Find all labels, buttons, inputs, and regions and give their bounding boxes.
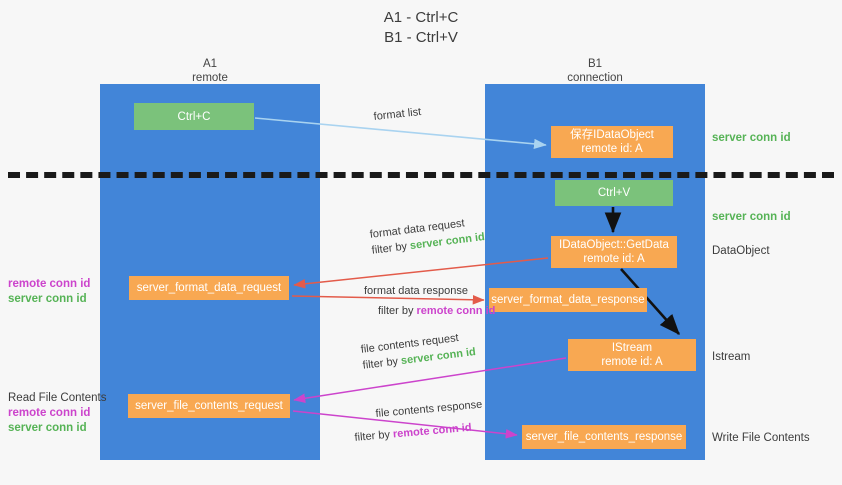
right-label-istream: Istream bbox=[712, 351, 751, 363]
lane-header-b1: B1 connection bbox=[485, 57, 705, 85]
annotation-format-data-response-text: format data response bbox=[364, 285, 468, 297]
node-save-idataobject-id: remote id: A bbox=[581, 143, 643, 155]
node-istream[interactable]: IStream remote id: A bbox=[568, 339, 696, 371]
title-line-2: B1 - Ctrl+V bbox=[384, 29, 458, 46]
node-ctrl-c[interactable]: Ctrl+C bbox=[134, 103, 254, 130]
node-server-file-contents-request-label: server_file_contents_request bbox=[135, 400, 283, 412]
annotation-format-list-text: format list bbox=[373, 106, 422, 123]
right-label-server-conn-id-1: server conn id bbox=[712, 132, 791, 144]
annotation-format-list: format list bbox=[373, 105, 422, 125]
annotation-file-contents-request: file contents request filter by server c… bbox=[360, 329, 477, 374]
node-idataobject-getdata[interactable]: IDataObject::GetData remote id: A bbox=[551, 236, 677, 268]
node-server-format-data-request[interactable]: server_format_data_request bbox=[129, 276, 289, 300]
annotation-format-data-request-filter-prefix: filter by bbox=[371, 240, 411, 257]
annotation-file-contents-request-filter-prefix: filter by bbox=[362, 355, 402, 372]
lane-b1-role: connection bbox=[567, 72, 623, 84]
left-label-remote-conn-id-1: remote conn id bbox=[8, 278, 91, 290]
node-ctrl-c-label: Ctrl+C bbox=[177, 110, 211, 123]
phase-divider bbox=[8, 172, 834, 178]
lane-header-a1: A1 remote bbox=[100, 57, 320, 85]
left-label-conn-id-pair: remote conn id server conn id bbox=[8, 277, 90, 307]
node-save-idataobject-title: 保存IDataObject bbox=[570, 129, 654, 141]
node-ctrl-v-label: Ctrl+V bbox=[597, 187, 631, 199]
right-label-write-file-contents: Write File Contents bbox=[712, 432, 810, 444]
annotation-format-data-response-filter-prefix: filter by bbox=[378, 305, 417, 317]
page-title: A1 - Ctrl+C B1 - Ctrl+V bbox=[0, 8, 842, 48]
left-label-read-file-contents-block: Read File Contents remote conn id server… bbox=[8, 391, 106, 436]
node-getdata-id: remote id: A bbox=[583, 253, 645, 265]
right-label-server-conn-id-2: server conn id bbox=[712, 211, 791, 223]
node-server-format-data-response[interactable]: server_format_data_response bbox=[489, 288, 647, 312]
annotation-file-contents-response-filter-prefix: filter by bbox=[354, 428, 394, 444]
lane-a1-name: A1 bbox=[202, 58, 218, 70]
annotation-file-contents-response-text: file contents response bbox=[375, 398, 483, 420]
annotation-file-contents-response-filter-key: remote conn id bbox=[392, 421, 473, 441]
node-getdata-title: IDataObject::GetData bbox=[559, 239, 669, 251]
annotation-format-data-request: format data request filter by server con… bbox=[369, 214, 486, 259]
lane-a1-role: remote bbox=[192, 72, 228, 84]
node-server-format-data-response-label: server_format_data_response bbox=[491, 294, 645, 306]
node-ctrl-v[interactable]: Ctrl+V bbox=[555, 180, 673, 206]
node-server-file-contents-response-label: server_file_contents_response bbox=[525, 431, 683, 443]
annotation-format-data-response: format data response filter by remote co… bbox=[364, 284, 495, 319]
title-line-1: A1 - Ctrl+C bbox=[383, 9, 459, 26]
annotation-file-contents-response: file contents response filter by remote … bbox=[354, 398, 485, 444]
node-save-idataobject[interactable]: 保存IDataObject remote id: A bbox=[551, 126, 673, 158]
left-label-server-conn-id-2: server conn id bbox=[8, 422, 87, 434]
node-server-file-contents-response[interactable]: server_file_contents_response bbox=[522, 425, 686, 449]
left-label-read-file-contents: Read File Contents bbox=[8, 392, 107, 404]
left-label-remote-conn-id-2: remote conn id bbox=[8, 407, 91, 419]
annotation-format-data-response-filter-key: remote conn id bbox=[416, 305, 496, 317]
node-istream-id: remote id: A bbox=[601, 356, 663, 368]
node-server-format-data-request-label: server_format_data_request bbox=[136, 282, 282, 294]
lane-b1-name: B1 bbox=[587, 58, 603, 70]
right-label-dataobject: DataObject bbox=[712, 245, 770, 257]
node-istream-title: IStream bbox=[611, 342, 653, 354]
node-server-file-contents-request[interactable]: server_file_contents_request bbox=[128, 394, 290, 418]
left-label-server-conn-id-1: server conn id bbox=[8, 293, 87, 305]
